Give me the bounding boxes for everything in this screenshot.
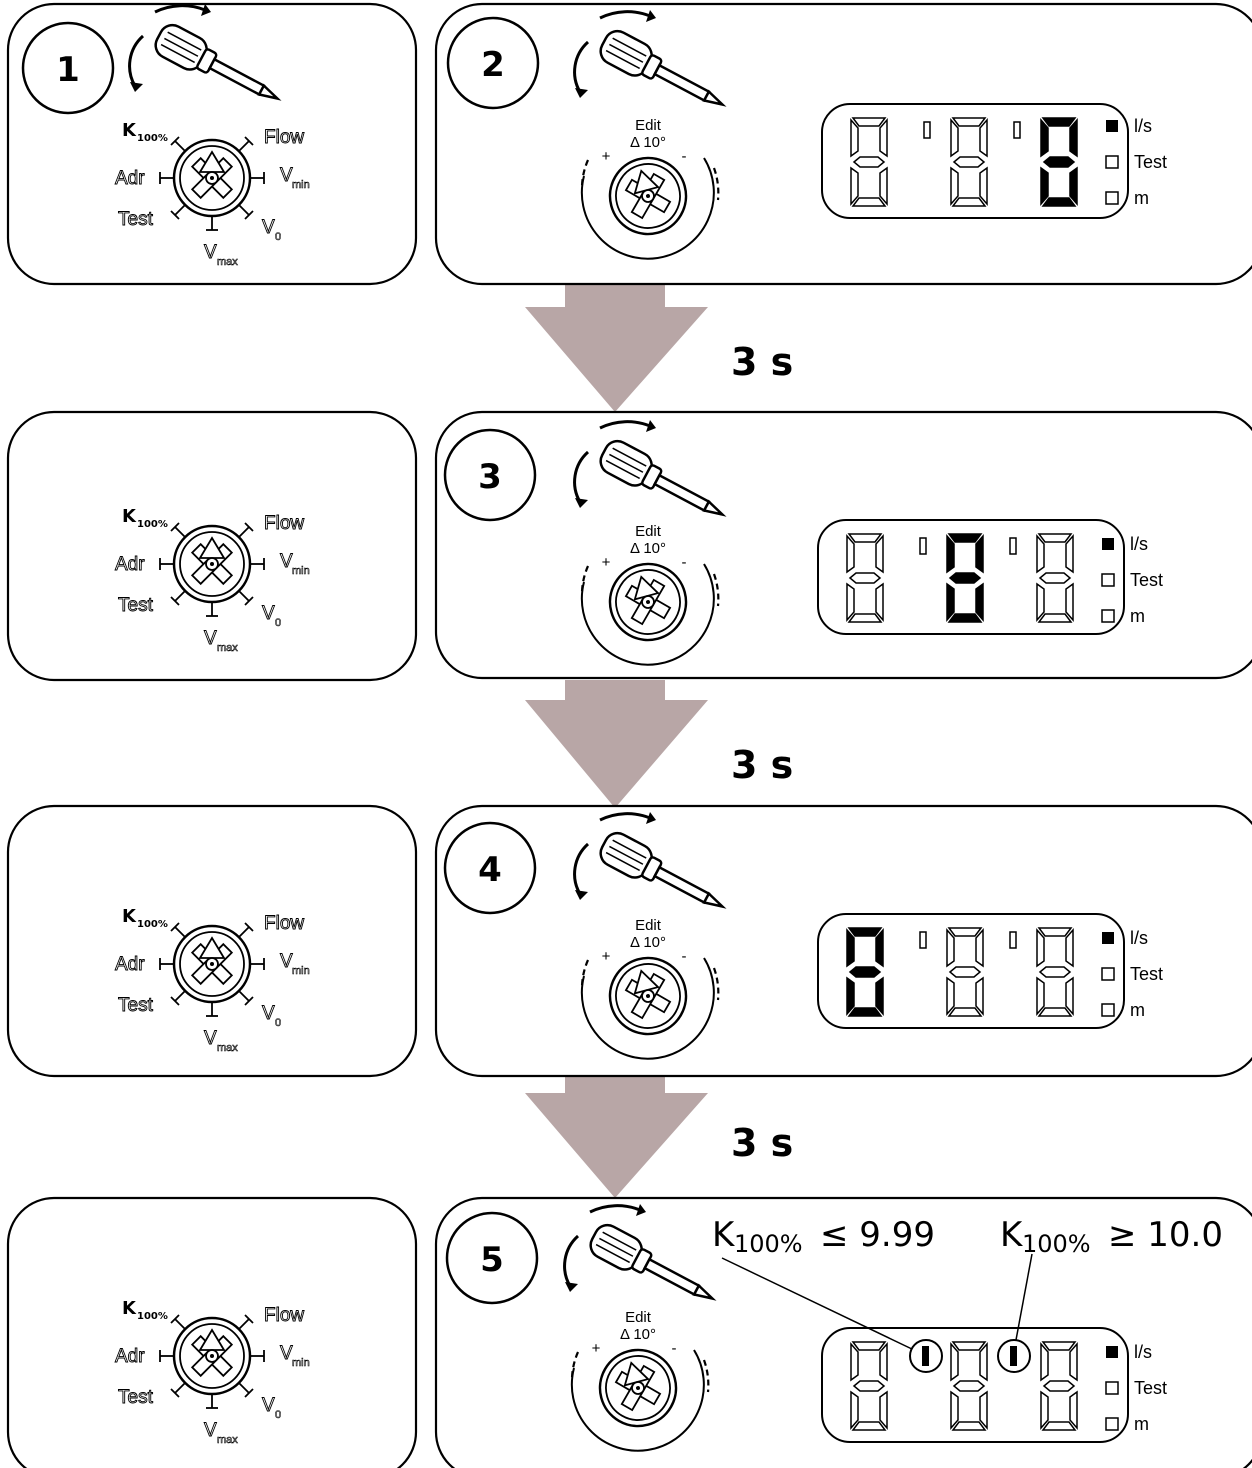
svg-text:m: m [1130, 606, 1145, 626]
lcd-display [822, 1328, 1128, 1442]
mode-dial: K 100% Flow Adr V min Test V 0 V max [115, 120, 310, 268]
svg-text:l/s: l/s [1134, 116, 1152, 136]
svg-text:l/s: l/s [1130, 534, 1148, 554]
edit-label: Edit [635, 117, 662, 134]
unit-indicators: l/s Test m [1101, 534, 1163, 626]
svg-text:Test: Test [1134, 152, 1167, 172]
k100-threshold-high: K 100% ≥ 10.0 [1000, 1215, 1223, 1258]
svg-text:4: 4 [478, 850, 502, 890]
step-badge-1: 1 [21, 21, 115, 115]
svg-text:0: 0 [275, 231, 281, 243]
v0-label: V [262, 217, 275, 238]
unit-indicators: l/s Test m [1105, 1342, 1167, 1434]
step-badge-2: 2 [446, 16, 540, 110]
svg-text:m: m [1134, 1414, 1149, 1434]
unit-square-filled [1106, 120, 1118, 132]
minus-sign: - [682, 148, 687, 165]
step-badge-4: 4 [443, 821, 537, 915]
svg-text:Test: Test [1134, 1378, 1167, 1398]
delay-label-2: 3 s [731, 743, 793, 787]
svg-text:l/s: l/s [1130, 928, 1148, 948]
svg-text:max: max [217, 256, 238, 268]
unit-indicators: l/s Test m [1105, 116, 1167, 208]
svg-text:5: 5 [480, 1240, 504, 1280]
vmax-label: V [204, 242, 217, 263]
svg-text:K: K [712, 1215, 736, 1255]
flow-label: Flow [264, 127, 304, 148]
test-label: Test [118, 209, 154, 230]
vmin-label: V [280, 165, 293, 186]
adr-label: Adr [115, 168, 145, 189]
svg-text:1: 1 [56, 50, 80, 90]
transition-arrow-3 [525, 1077, 708, 1198]
svg-text:≤ 9.99: ≤ 9.99 [820, 1215, 935, 1255]
decimal-callout-right [997, 1253, 1033, 1373]
svg-text:K: K [1000, 1215, 1024, 1255]
k100-threshold-low: K 100% ≤ 9.99 [712, 1215, 935, 1258]
delay-label-1: 3 s [731, 340, 793, 384]
delay-label-3: 3 s [731, 1121, 793, 1165]
transition-arrow-2 [525, 680, 708, 808]
lcd-display [821, 103, 1129, 219]
k100-label: K [122, 120, 137, 141]
svg-text:3: 3 [478, 457, 502, 497]
transition-arrow-1 [525, 285, 708, 412]
plus-sign: + [602, 148, 611, 165]
step-badge-5: 5 [445, 1211, 539, 1305]
svg-text:100%: 100% [734, 1230, 803, 1258]
decimal-callout-left [721, 1257, 943, 1373]
edit-angle-label: Δ 10° [630, 134, 666, 151]
step-badge-3: 3 [443, 428, 537, 522]
svg-text:100%: 100% [1022, 1230, 1091, 1258]
svg-text:m: m [1134, 188, 1149, 208]
svg-text:Test: Test [1130, 570, 1163, 590]
svg-text:2: 2 [481, 45, 505, 85]
svg-text:l/s: l/s [1134, 1342, 1152, 1362]
svg-text:min: min [292, 179, 310, 191]
svg-text:100%: 100% [137, 133, 168, 144]
edit-knob: Edit Δ 10° + - [580, 117, 720, 260]
svg-text:Test: Test [1130, 964, 1163, 984]
svg-text:m: m [1130, 1000, 1145, 1020]
svg-text:≥ 10.0: ≥ 10.0 [1108, 1215, 1223, 1255]
unit-indicators: l/s Test m [1101, 928, 1163, 1020]
